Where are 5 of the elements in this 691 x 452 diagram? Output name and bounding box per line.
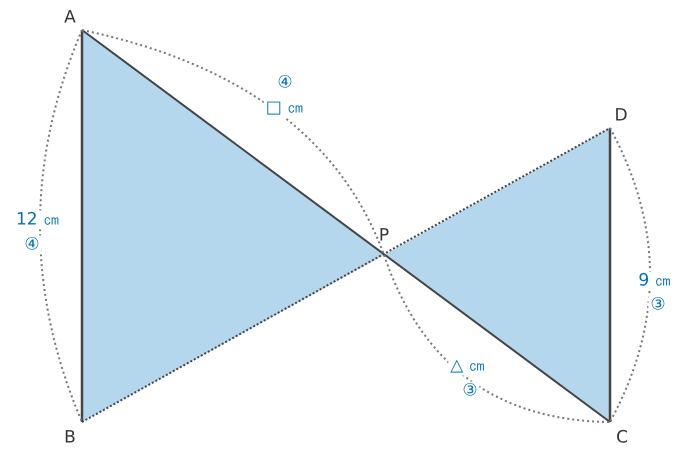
point-label: P xyxy=(378,226,390,246)
point-label: C xyxy=(615,428,629,448)
point-label: D xyxy=(613,106,629,126)
point-label: A xyxy=(63,8,77,28)
point-label: B xyxy=(63,428,77,448)
